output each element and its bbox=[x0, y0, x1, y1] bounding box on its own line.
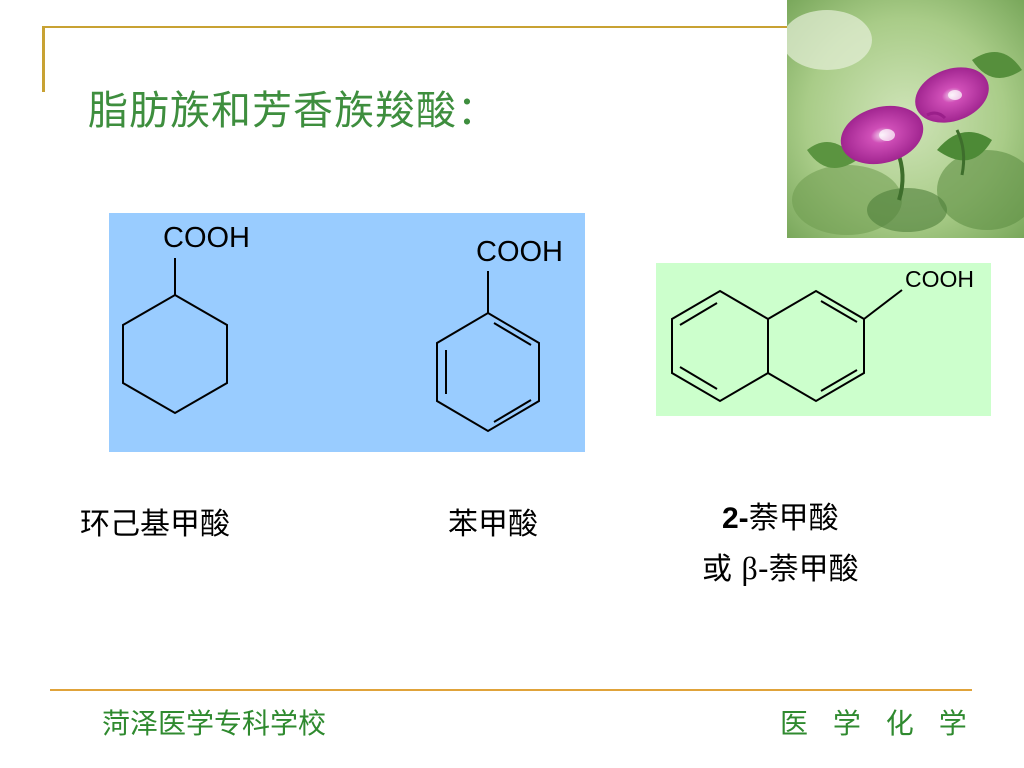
cyclohexanecarboxylic-acid-name: 环己基甲酸 bbox=[80, 507, 230, 542]
footer-school: 菏泽医学专科学校 bbox=[102, 707, 327, 740]
aliphatic-aromatic-panel bbox=[109, 213, 585, 452]
footer-course: 医 学 化 学 bbox=[780, 707, 975, 740]
beta-symbol: β bbox=[741, 550, 758, 586]
naphthoic-locant: 2- bbox=[722, 502, 749, 535]
alt-name-rest: -萘甲酸 bbox=[757, 552, 859, 587]
slide-title: 脂肪族和芳香族羧酸： bbox=[88, 88, 498, 134]
naphthalene-cooh-label: COOH bbox=[905, 266, 974, 292]
footer-rule bbox=[50, 689, 972, 691]
frame-vertical-rule bbox=[42, 26, 45, 92]
cyclohexane-cooh-label: COOH bbox=[163, 222, 250, 254]
alt-or-word: 或 bbox=[702, 552, 742, 587]
naphthoic-acid-name: 2-萘甲酸 bbox=[722, 500, 839, 538]
benzene-cooh-label: COOH bbox=[476, 236, 563, 268]
naphthoic-name-line1: 萘甲酸 bbox=[748, 501, 839, 536]
beta-naphthoic-acid-name: 或 β-萘甲酸 bbox=[702, 548, 859, 589]
benzoic-acid-name: 苯甲酸 bbox=[448, 507, 538, 542]
frame-horizontal-rule bbox=[42, 26, 788, 28]
morning-glory-photo bbox=[787, 0, 1024, 238]
